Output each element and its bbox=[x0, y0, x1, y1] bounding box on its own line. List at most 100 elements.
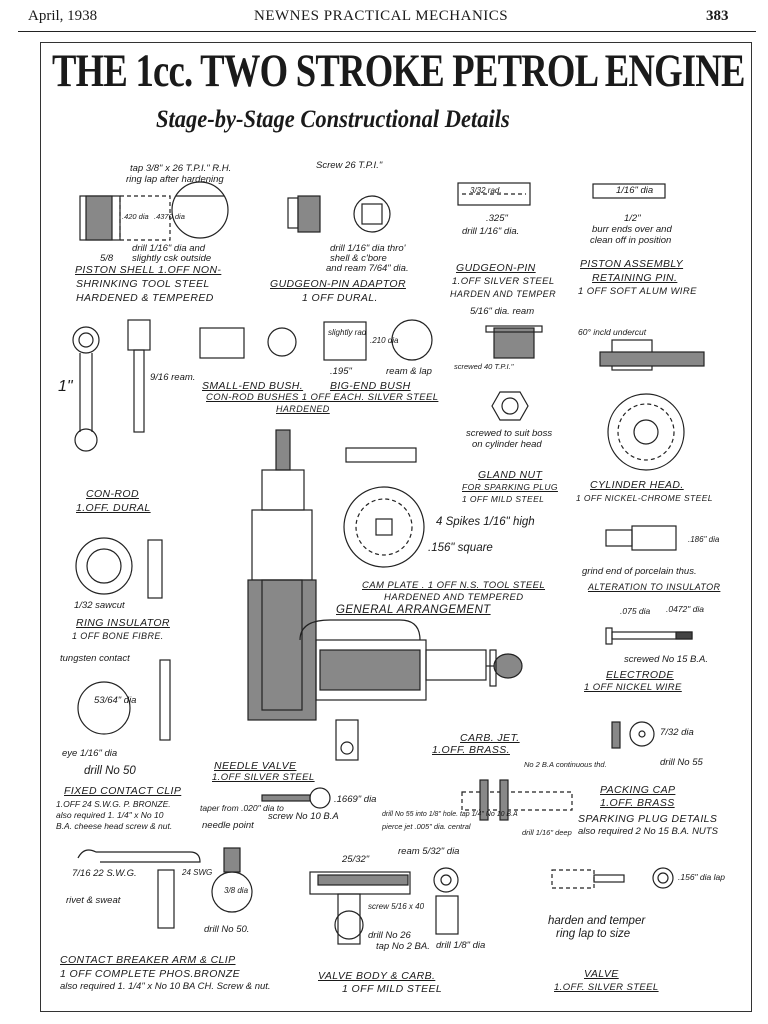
note-drill50b: drill No 50. bbox=[204, 924, 250, 935]
caption-valve: VALVE bbox=[584, 968, 619, 980]
note-ream532: ream 5/32" dia bbox=[398, 846, 460, 857]
caption-retaining-pin-material: 1 OFF SOFT ALUM WIRE bbox=[578, 286, 697, 297]
header-rule bbox=[18, 31, 756, 32]
caption-carb-jet-material: 1.OFF. BRASS. bbox=[432, 744, 510, 756]
note-dia-4370: .4370 dia bbox=[154, 212, 185, 221]
note-drill-adaptor: drill 1/16" dia thro' bbox=[330, 243, 406, 254]
gudgeon-pin-adaptor-drawing bbox=[287, 195, 391, 233]
note-taper: taper from .020" dia to bbox=[200, 803, 284, 813]
caption-packing-cap: PACKING CAP bbox=[600, 784, 676, 796]
caption-retaining-pin: PISTON ASSEMBLY bbox=[580, 258, 684, 270]
valve-body-drawing bbox=[309, 867, 459, 945]
note-dia-116: 1/16" dia bbox=[616, 185, 654, 196]
caption-insulator: ALTERATION TO INSULATOR bbox=[588, 582, 721, 592]
caption-retaining-pin-2: RETAINING PIN. bbox=[592, 272, 678, 284]
article-title: THE 1cc. TWO STROKE PETROL ENGINE bbox=[52, 45, 745, 97]
gudgeon-pin-drawing bbox=[457, 182, 531, 206]
gland-nut-drawing bbox=[485, 325, 543, 421]
carb-jet-drawing bbox=[461, 779, 573, 821]
note-screw10: screw No 10 B.A bbox=[268, 811, 339, 822]
note-grind: grind end of porcelain thus. bbox=[582, 566, 697, 577]
caption-contact-breaker-material: 1 OFF COMPLETE PHOS.BRONZE bbox=[60, 968, 240, 980]
caption-needle-valve-material: 1.OFF SILVER STEEL bbox=[212, 772, 315, 783]
note-ring-lap: ring lap after hardening bbox=[126, 174, 224, 185]
caption-gudgeon-pin-adaptor: GUDGEON-PIN ADAPTOR bbox=[270, 278, 406, 290]
note-drill50: drill No 50 bbox=[84, 765, 136, 777]
note-drill116: drill 1/16" deep bbox=[522, 828, 572, 837]
valve-note-lap: ring lap to size bbox=[556, 928, 631, 940]
ring-insulator-drawing bbox=[75, 537, 163, 599]
note-dia-1669: .1669" dia bbox=[334, 794, 377, 805]
caption-contact-breaker: CONTACT BREAKER ARM & CLIP bbox=[60, 954, 236, 966]
caption-con-rod-bushes-hardened: HARDENED bbox=[276, 404, 330, 414]
caption-cylinder-head-material: 1 OFF NICKEL-CHROME STEEL bbox=[576, 493, 713, 503]
note-dia-075: .075 dia bbox=[620, 606, 651, 616]
note-one-inch: 1" bbox=[58, 378, 73, 395]
caption-electrode-material: 1 OFF NICKEL WIRE bbox=[584, 682, 682, 693]
fixed-contact-clip-material: 1.OFF 24 S.W.G. P. BRONZE. bbox=[56, 799, 171, 809]
con-rod-drawing bbox=[72, 319, 151, 452]
caption-electrode: ELECTRODE bbox=[606, 669, 674, 681]
caption-sparking-plug-details: SPARKING PLUG DETAILS bbox=[578, 813, 718, 825]
note-dia-210: .210 dia bbox=[370, 336, 399, 345]
caption-piston-shell: PISTON SHELL 1.OFF NON- bbox=[75, 264, 222, 276]
note-needle-point: needle point bbox=[202, 820, 254, 831]
note-dia-325: .325" bbox=[486, 213, 508, 224]
note-slightly-rad: slightly rad bbox=[328, 328, 367, 337]
note-square: .156" square bbox=[428, 542, 493, 554]
needle-valve-drawing bbox=[261, 787, 331, 809]
note-dia-186: .186" dia bbox=[688, 535, 720, 544]
caption-cam-plate-treatment: HARDENED AND TEMPERED bbox=[384, 592, 524, 603]
note-clean: clean off in position bbox=[590, 235, 672, 246]
note-screwed40: screwed 40 T.P.I." bbox=[454, 362, 514, 371]
note-dia-156: .156" dia lap bbox=[678, 872, 725, 882]
contact-clip-drawing bbox=[77, 659, 171, 741]
note-ream-516: 5/16" dia. ream bbox=[470, 306, 535, 317]
note-half: 1/2" bbox=[624, 213, 641, 224]
note-five-eighths: 5/8 bbox=[100, 253, 114, 264]
note-screw26: Screw 26 T.P.I." bbox=[316, 160, 383, 171]
caption-cam-plate: CAM PLATE . 1 OFF N.S. TOOL STEEL bbox=[362, 580, 546, 591]
contact-breaker-extra: also required 1. 1/4" x No 10 BA CH. Scr… bbox=[60, 981, 271, 992]
note-rivet: rivet & sweat bbox=[66, 895, 121, 906]
note-ream-adaptor: and ream 7/64" dia. bbox=[326, 263, 409, 274]
caption-piston-shell-treatment: HARDENED & TEMPERED bbox=[76, 292, 214, 304]
caption-valve-material: 1.OFF. SILVER STEEL bbox=[554, 982, 659, 993]
caption-packing-cap-material: 1.OFF. BRASS bbox=[600, 797, 675, 809]
caption-ring-insulator: RING INSULATOR bbox=[76, 617, 170, 629]
note-dia-420: .420 dia bbox=[122, 212, 149, 221]
caption-needle-valve: NEEDLE VALVE bbox=[214, 760, 297, 772]
page-number: 383 bbox=[706, 8, 729, 24]
note-tap2ba: tap No 2 BA. bbox=[376, 941, 430, 952]
caption-piston-shell-material: SHRINKING TOOL STEEL bbox=[76, 278, 210, 290]
caption-cylinder-head: CYLINDER HEAD. bbox=[590, 479, 684, 491]
note-tap: tap 3/8" x 26 T.P.I." R.H. bbox=[130, 163, 232, 174]
valve-note-harden: harden and temper bbox=[548, 915, 646, 927]
cylinder-head-drawing bbox=[599, 339, 705, 471]
caption-gland-nut: GLAND NUT bbox=[478, 469, 543, 481]
note-rad: 3/32 rad. bbox=[470, 186, 502, 195]
note-swg24: 24 SWG bbox=[182, 868, 213, 877]
note-screwed15: screwed No 15 B.A. bbox=[624, 654, 708, 665]
caption-gland-nut-purpose: FOR SPARKING PLUG bbox=[462, 482, 558, 492]
note-csk: slightly csk outside bbox=[132, 253, 212, 264]
note-sawcut: 1/32 sawcut bbox=[74, 600, 125, 611]
note-spikes: 4 Spikes 1/16" high bbox=[436, 516, 535, 528]
caption-valve-body: VALVE BODY & CARB. bbox=[318, 970, 436, 982]
caption-fixed-contact-clip: FIXED CONTACT CLIP bbox=[64, 785, 182, 797]
note-ream-lap: ream & lap bbox=[386, 366, 432, 377]
retaining-pin-drawing bbox=[592, 183, 666, 199]
article-subtitle: Stage-by-Stage Constructional Details bbox=[156, 106, 510, 133]
caption-big-end-bush: BIG-END BUSH bbox=[330, 380, 411, 392]
note-screwed-suit: screwed to suit boss bbox=[466, 428, 553, 439]
caption-gland-nut-material: 1 OFF MILD STEEL bbox=[462, 494, 545, 504]
caption-general-arrangement: GENERAL ARRANGEMENT bbox=[336, 604, 491, 616]
note-tungsten: tungsten contact bbox=[60, 653, 130, 664]
note-on-head: on cylinder head bbox=[472, 439, 542, 450]
note-undercut: 60° incld undercut bbox=[578, 327, 647, 337]
note-drill-piston: drill 1/16" dia and bbox=[132, 243, 206, 254]
note-screw40: screw 5/16 x 40 bbox=[368, 902, 425, 911]
issue-date: April, 1938 bbox=[28, 8, 98, 24]
caption-carb-jet: CARB. JET. bbox=[460, 732, 520, 744]
